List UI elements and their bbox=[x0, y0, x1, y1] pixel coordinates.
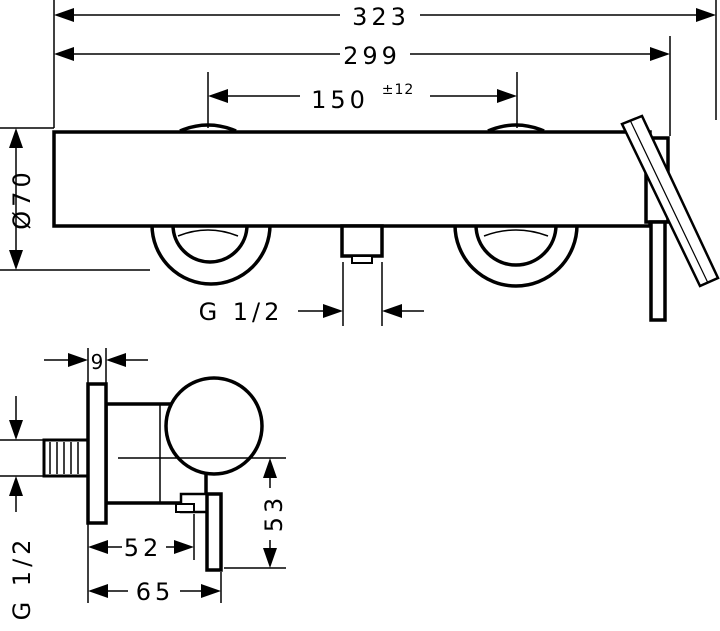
dimension-body-width: 299 bbox=[54, 36, 671, 136]
dim-52-label: 52 bbox=[124, 534, 163, 562]
dim-outlet-thread-label: G 1/2 bbox=[199, 298, 284, 326]
dimension-inlet-thread: G 1/2 bbox=[0, 396, 44, 620]
side-lever bbox=[205, 492, 223, 572]
side-view: 9 52 65 53 bbox=[0, 348, 288, 620]
dim-150-label: 150 bbox=[311, 86, 369, 114]
dimension-outlet-depth: 52 bbox=[87, 514, 195, 603]
wall-plate bbox=[86, 382, 108, 525]
dimension-lever-depth: 65 bbox=[88, 572, 222, 606]
cartridge-circle bbox=[164, 376, 264, 476]
right-escutcheon bbox=[453, 123, 579, 288]
lever-rotated-position bbox=[620, 114, 720, 288]
dimension-outlet-height: 53 bbox=[224, 458, 288, 569]
dim-323-label: 323 bbox=[352, 3, 410, 31]
dim-150-tolerance: ±12 bbox=[382, 82, 415, 98]
dimension-center-distance: 150 ±12 bbox=[207, 72, 518, 128]
dimension-diameter: Ø70 bbox=[0, 127, 150, 271]
front-view: 323 299 150 ±12 bbox=[0, 0, 720, 326]
dimension-wall-offset: 9 bbox=[44, 348, 148, 384]
dim-65-label: 65 bbox=[136, 578, 175, 606]
inlet-connector bbox=[42, 438, 90, 478]
dimension-outlet-thread: G 1/2 bbox=[199, 262, 424, 326]
mixer-body bbox=[52, 130, 652, 228]
outlet-connector bbox=[340, 224, 384, 264]
dimension-overall-width: 323 bbox=[53, 0, 717, 128]
lever-handle bbox=[649, 220, 667, 322]
dim-53-label: 53 bbox=[260, 494, 288, 533]
dim-9-label: 9 bbox=[91, 350, 104, 374]
dim-299-label: 299 bbox=[343, 42, 401, 70]
dim-inlet-thread-label: G 1/2 bbox=[8, 536, 36, 621]
dim-diameter-label: Ø70 bbox=[8, 168, 36, 229]
